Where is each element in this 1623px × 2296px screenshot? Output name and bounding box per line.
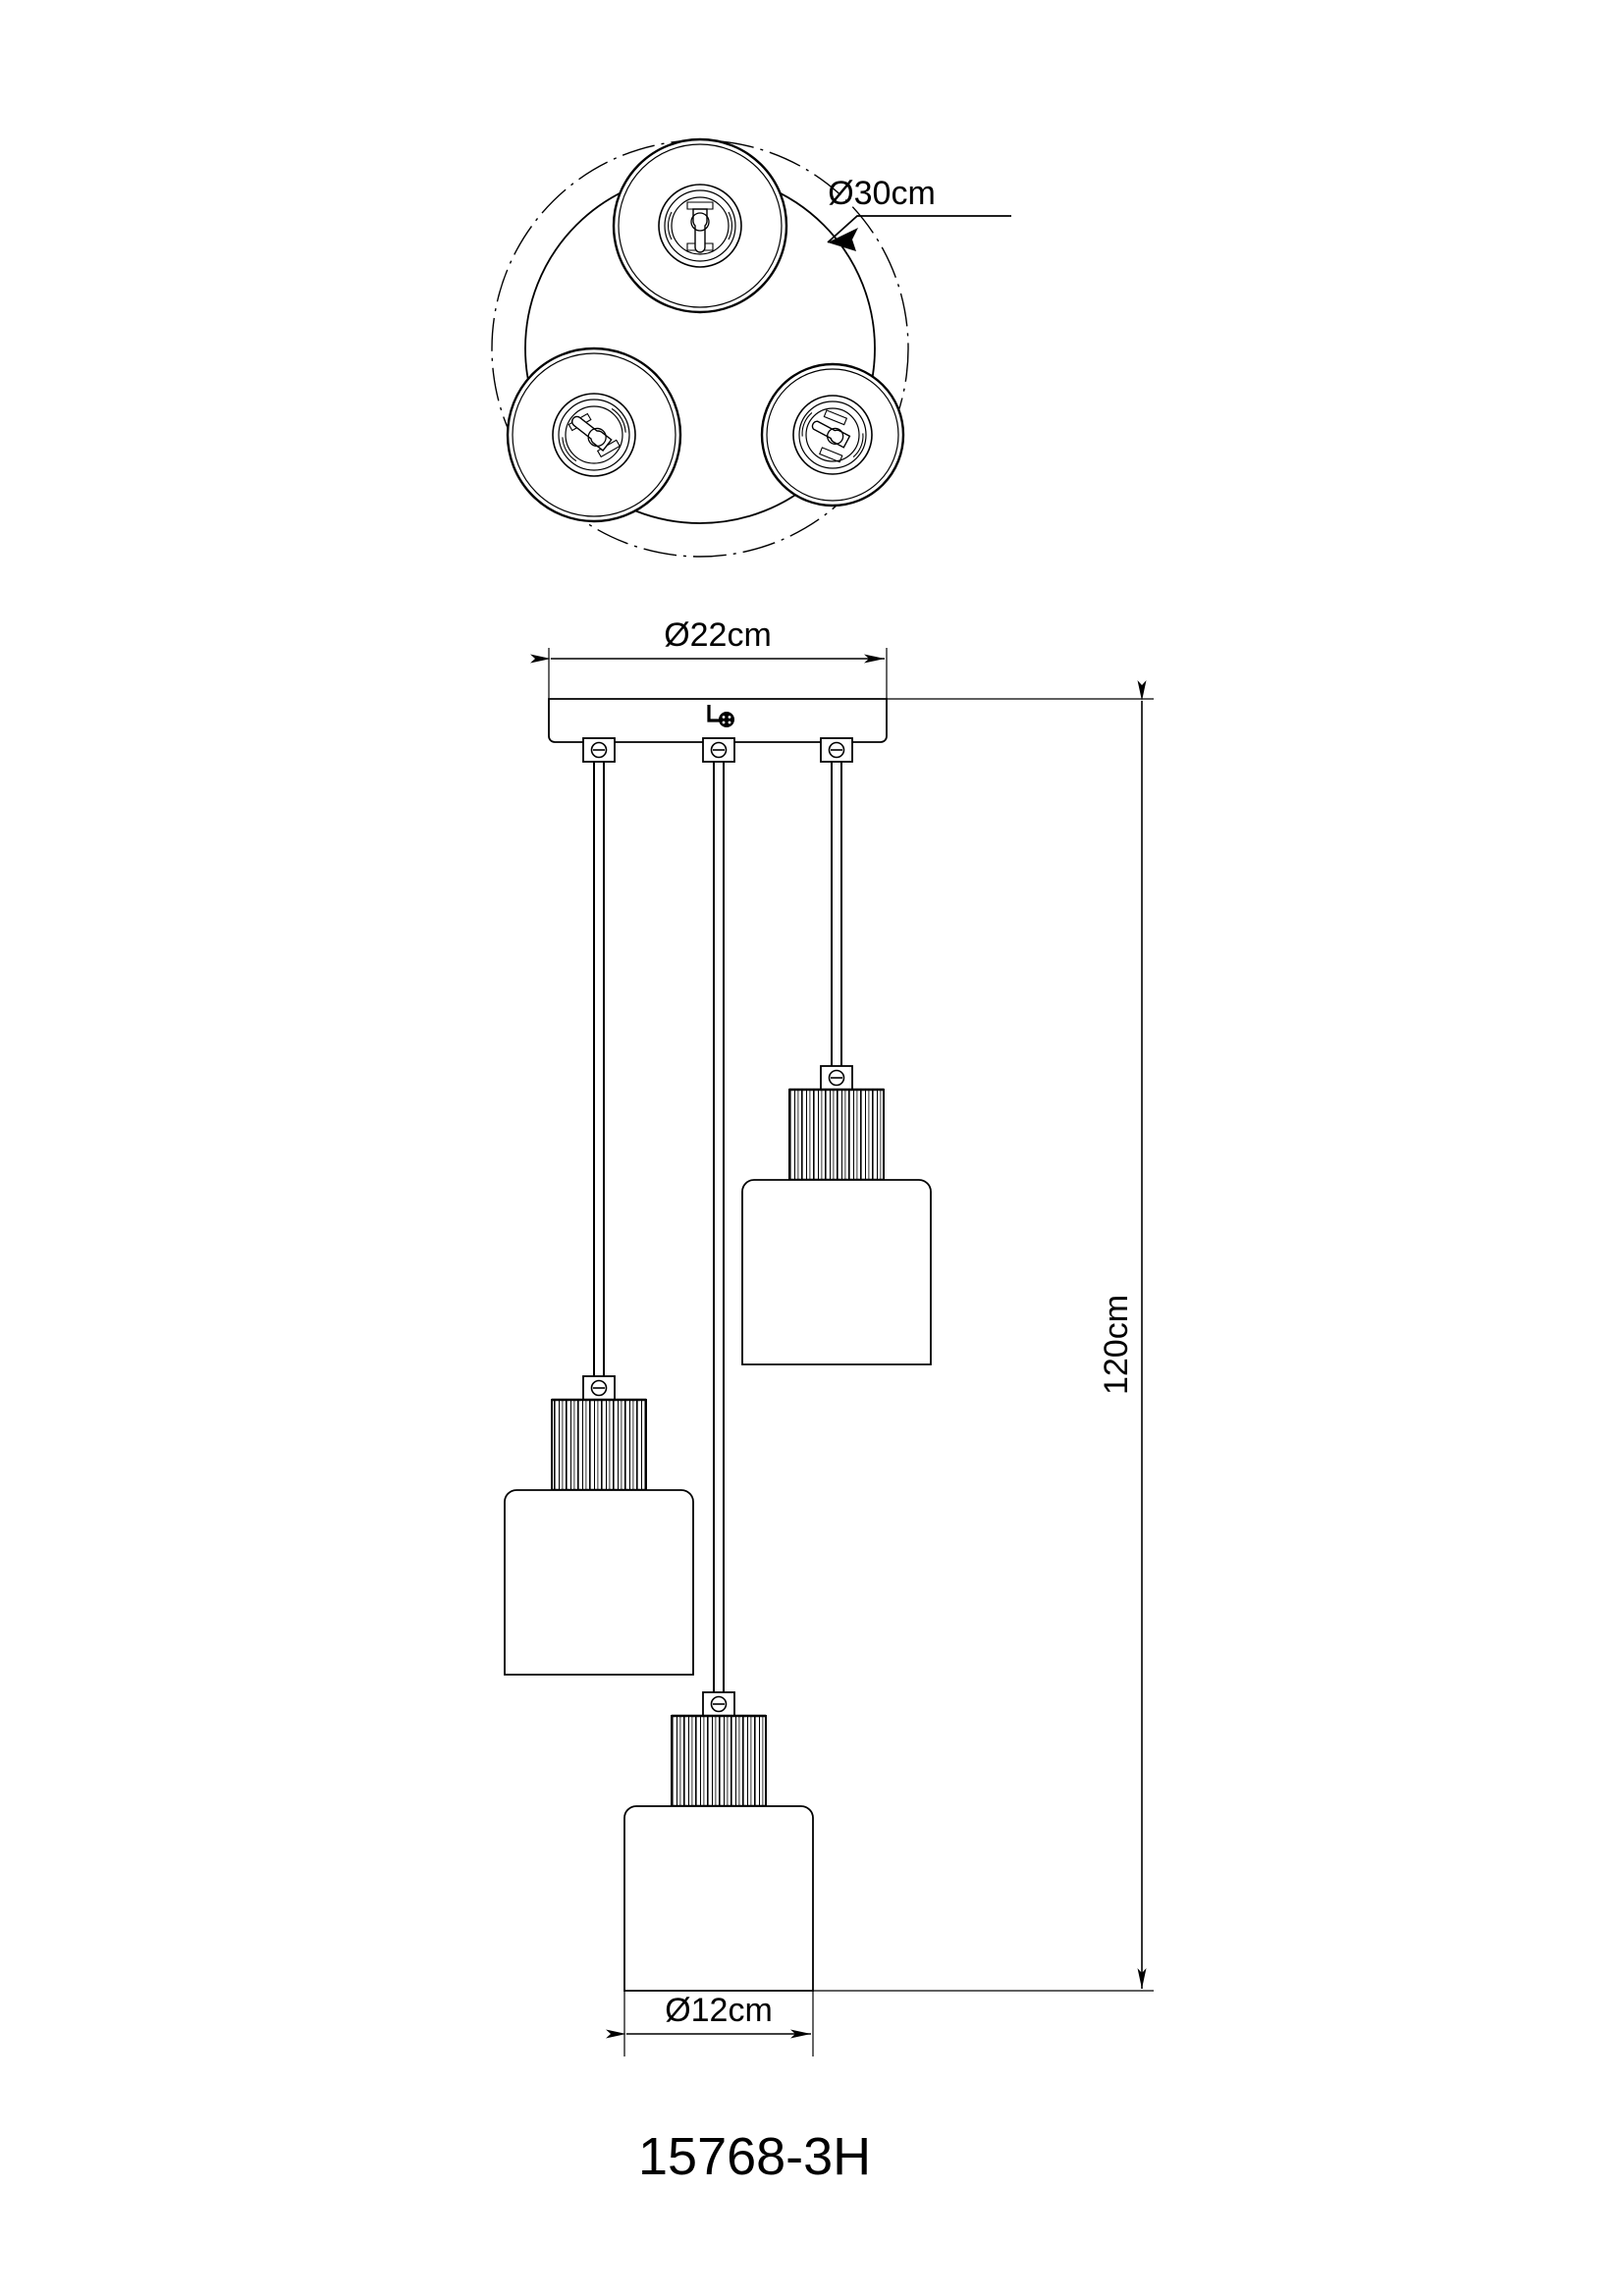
leader-arrowhead-outer xyxy=(828,228,858,251)
dim-outer-diameter: Ø30cm xyxy=(827,175,1011,251)
socket-holder-right xyxy=(788,1088,885,1182)
shade-right xyxy=(741,1179,932,1365)
lamp-socket-top-southwest xyxy=(552,393,636,477)
pendant-right xyxy=(741,1065,932,1365)
lamp-socket-top-north xyxy=(658,184,742,268)
cable-clamp-center xyxy=(702,737,735,763)
suspension-cable-center xyxy=(713,762,725,1694)
cable-clamp-left xyxy=(582,737,616,763)
pendant-left xyxy=(504,1375,694,1676)
front-elevation-group: Ø22cm xyxy=(504,616,1154,2056)
socket-holder-left xyxy=(551,1398,647,1492)
shade-top-southeast xyxy=(760,362,905,507)
dim-label-total-drop: 120cm xyxy=(1098,1295,1135,1395)
suspension-cable-right xyxy=(831,762,842,1068)
pendant-center xyxy=(623,1691,814,1992)
canopy-plate xyxy=(548,698,888,743)
lamp-socket-top-southeast xyxy=(792,395,873,475)
dim-label-canopy-diameter: Ø22cm xyxy=(664,616,772,654)
suspension-cable-left xyxy=(593,762,605,1378)
socket-clamp-left xyxy=(582,1375,616,1401)
shade-top-north xyxy=(612,137,788,314)
socket-clamp-right xyxy=(820,1065,853,1091)
cable-clamp-right xyxy=(820,737,853,763)
dim-label-outer-diameter: Ø30cm xyxy=(828,175,936,212)
top-view-group: Ø30cm xyxy=(491,137,1011,558)
shade-left xyxy=(504,1489,694,1676)
dim-canopy-diameter: Ø22cm xyxy=(530,616,888,710)
dim-total-drop: 120cm xyxy=(813,680,1154,1992)
shade-top-southwest xyxy=(506,347,682,523)
socket-clamp-center xyxy=(702,1691,735,1717)
socket-holder-center xyxy=(671,1714,767,1808)
shade-center xyxy=(623,1805,814,1992)
leader-line-outer xyxy=(827,215,1011,243)
dim-shade-diameter: Ø12cm xyxy=(606,1991,814,2056)
dim-label-shade-diameter: Ø12cm xyxy=(665,1992,773,2029)
earth-terminal-symbol xyxy=(707,705,734,727)
model-number: 15768-3H xyxy=(638,2127,871,2186)
